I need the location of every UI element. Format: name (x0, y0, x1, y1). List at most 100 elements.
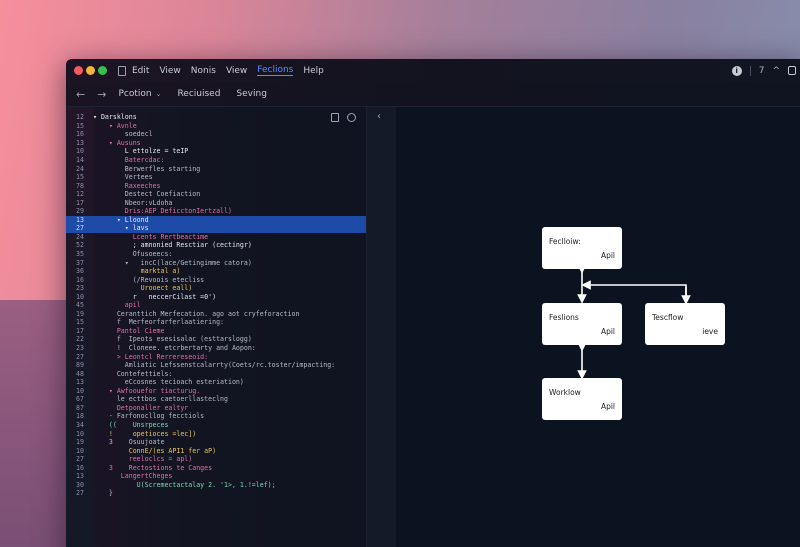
code-text: (( Unsrpeces (93, 420, 169, 429)
copy-icon[interactable] (331, 113, 339, 122)
code-line[interactable]: 17 Nbeor:vLdoha (66, 198, 366, 207)
diagram-node-tescflow[interactable]: Tescflow ieve (645, 303, 725, 345)
code-line[interactable]: 27 ▾ lavs (66, 224, 366, 233)
code-text: ! opetioces =lec]) (93, 429, 197, 438)
code-line[interactable]: 27 } (66, 489, 366, 498)
code-line[interactable]: 17 Pantol Cieme (66, 327, 366, 336)
line-number: 13 (76, 472, 84, 481)
code-text: Raxeeches (93, 181, 161, 190)
diagram-node-feslions[interactable]: Feslions Apil (542, 303, 622, 345)
code-line[interactable]: 10 L ettolze = teIP (66, 147, 366, 156)
code-line[interactable]: 45 apil (66, 301, 366, 310)
code-text: - Farfonocllog fecctiols (93, 412, 205, 421)
code-line[interactable]: 15 ▾ Avnle (66, 122, 366, 131)
code-line[interactable]: 24 Berwerfles starting (66, 164, 366, 173)
line-number: 19 (76, 309, 84, 318)
code-line[interactable]: 13 LangertCheges (66, 472, 366, 481)
code-line[interactable]: 48 Contefettiels: (66, 369, 366, 378)
code-line[interactable]: 18 - Farfonocllog fecctiols (66, 412, 366, 421)
line-number: 16 (76, 463, 84, 472)
node-title: Tescflow (652, 313, 684, 322)
menu-help[interactable]: Help (303, 65, 324, 76)
code-line[interactable]: 27 > Leontcl Rerrereseoid: (66, 352, 366, 361)
menubar-status-area: i 7 ^ (731, 65, 800, 76)
power-icon[interactable] (347, 113, 356, 122)
back-arrow-icon[interactable]: ← (76, 87, 86, 101)
code-line[interactable]: 89 Amliatic Lefssenstcalarrty(Coets/rc.t… (66, 361, 366, 370)
node-title: Feslions (549, 313, 579, 322)
maximize-window-button[interactable] (98, 66, 107, 75)
menu-feclions[interactable]: Feclions (257, 65, 294, 76)
code-text: ConnE/(es API1 fer aP) (93, 446, 217, 455)
code-line[interactable]: 13 eCcosnes tecioach esteriation) (66, 378, 366, 387)
code-text: r neccerCilast =0') (93, 292, 217, 301)
chevron-left-icon[interactable]: ‹ (377, 111, 381, 122)
line-number: 10 (76, 446, 84, 455)
node-subtitle: ieve (702, 327, 718, 336)
code-line[interactable]: 16 soedecl (66, 130, 366, 139)
code-line[interactable]: 78 Raxeeches (66, 181, 366, 190)
code-text: L ettolze = teIP (93, 147, 189, 156)
diagram-node-feclloiw[interactable]: Feclloiw: Apil (542, 227, 622, 269)
menu-edit[interactable]: Edit (132, 65, 150, 76)
code-text: Amliatic Lefssenstcalarrty(Coets/rc.tost… (93, 361, 336, 370)
code-line[interactable]: 52 ; amnonied Resctiar (cectingr) (66, 241, 366, 250)
code-line[interactable]: 30 U(Scremectactalay 2. '1>, 1.!=lef); (66, 481, 366, 490)
code-line[interactable]: 23 ! Cloneee. etcrbertarty and Aopon: (66, 344, 366, 353)
line-number: 10 (76, 429, 84, 438)
code-line[interactable]: 19 Ceranttich Merfecation. ago aot cryfe… (66, 310, 366, 319)
chevron-up-icon[interactable]: ^ (772, 65, 780, 76)
code-text: Dris:AEP DeficctonIertzall) (93, 207, 232, 216)
info-icon[interactable]: i (731, 65, 742, 76)
code-line[interactable]: 23 Urooect eall) (66, 284, 366, 293)
code-line[interactable]: 19 3 Osuujoate (66, 438, 366, 447)
window-layout-icon[interactable] (788, 66, 796, 75)
code-text: Ceranttich Merfecation. ago aot cryfefor… (93, 309, 300, 318)
code-line[interactable]: 67 le ecttbos caetoerllasteclng (66, 395, 366, 404)
toolbar-seving[interactable]: Seving (236, 89, 267, 99)
code-line[interactable]: 16 3 Rectostions te Canges (66, 463, 366, 472)
code-line[interactable]: 16 (/Revoois etecliss (66, 275, 366, 284)
menu-view[interactable]: View (159, 65, 181, 76)
code-line[interactable]: 10 ConnE/(es API1 fer aP) (66, 446, 366, 455)
diagram-canvas[interactable]: Feclloiw: Apil Feslions Apil Tescflow ie… (396, 107, 800, 547)
divider (749, 65, 751, 76)
node-title: Feclloiw: (549, 237, 581, 246)
line-number: 17 (76, 326, 84, 335)
code-line[interactable]: 27 reeloclcs = apl) (66, 455, 366, 464)
code-line[interactable]: 15 f Merfeorfarferlaatiering: (66, 318, 366, 327)
panel-splitter[interactable]: ‹ (366, 107, 396, 547)
code-line[interactable]: 12 Destect Coefiaction (66, 190, 366, 199)
code-text: LangertCheges (93, 472, 173, 481)
code-line[interactable]: 10 ▾ Awfoouefor tiacturug. (66, 387, 366, 396)
close-window-button[interactable] (74, 66, 83, 75)
line-number: 17 (76, 198, 84, 207)
code-text: Vertees (93, 173, 153, 182)
code-line[interactable]: 35 Ofusoeecs: (66, 250, 366, 259)
line-number: 13 (76, 215, 84, 224)
code-line[interactable]: 15 Vertees (66, 173, 366, 182)
code-line[interactable]: 29 Dris:AEP DeficctonIertzall) (66, 207, 366, 216)
code-line[interactable]: 24 Lcents Rertbeactime (66, 233, 366, 242)
code-line[interactable]: 14 Batercdac: (66, 156, 366, 165)
code-line[interactable]: 10 ! opetioces =lec]) (66, 429, 366, 438)
code-line[interactable]: 12▾ Darsklons (66, 113, 366, 122)
code-line[interactable]: 13 ▾ Ausuns (66, 139, 366, 148)
code-line[interactable]: 87 Detponaller ealtyr (66, 404, 366, 413)
code-line[interactable]: 36 marktal a) (66, 267, 366, 276)
line-number: 30 (76, 480, 84, 489)
minimize-window-button[interactable] (86, 66, 95, 75)
code-line[interactable]: 34 (( Unsrpeces (66, 421, 366, 430)
code-line[interactable]: 10 r neccerCilast =0') (66, 292, 366, 301)
code-line[interactable]: 13 ▾ Lloond (66, 215, 366, 225)
diagram-node-worklow[interactable]: Worklow Apil (542, 378, 622, 420)
toolbar-reciuised[interactable]: Reciuised (177, 89, 220, 99)
code-line[interactable]: 37 ▾ incC(lace/Getingimme catora) (66, 258, 366, 267)
toolbar-pcotion-dropdown[interactable]: Pcotion ⌄ (118, 89, 161, 99)
menu-nonis[interactable]: Nonis (190, 65, 216, 76)
menu-view-2[interactable]: View (225, 65, 248, 76)
forward-arrow-icon[interactable]: → (97, 87, 107, 101)
code-line[interactable]: 22 f Ipeots esesisalac (esttarslogg) (66, 335, 366, 344)
